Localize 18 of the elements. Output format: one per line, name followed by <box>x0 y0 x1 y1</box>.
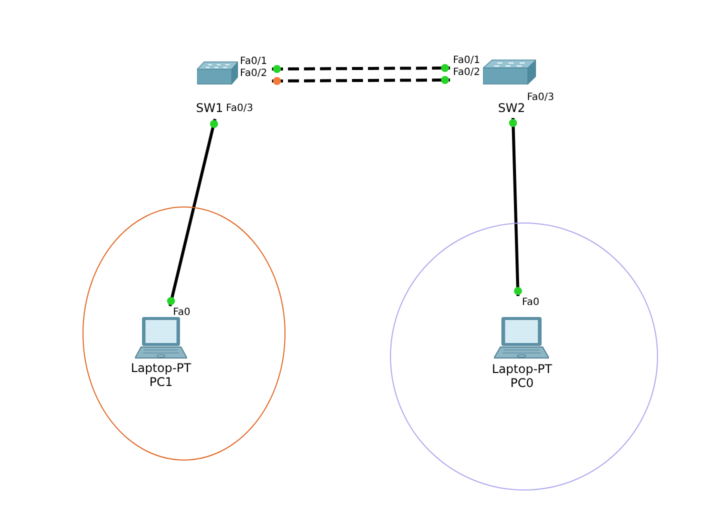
device-model-label: Laptop-PT <box>130 362 192 376</box>
device-name: PC0 <box>510 377 534 391</box>
port-label: Fa0/1 <box>240 56 268 68</box>
port-label: Fa0 <box>522 297 540 308</box>
cable-line <box>272 78 450 82</box>
port-label: Fa0 <box>173 307 190 318</box>
device-model-label: Laptop-PT <box>492 363 552 377</box>
port-label: Fa0/2 <box>453 67 480 78</box>
cable-line <box>168 118 216 306</box>
port-label: Fa0/3 <box>226 103 254 114</box>
port-label: Fa0/2 <box>240 68 268 80</box>
port-label: Fa0/3 <box>527 92 554 104</box>
port-label: Fa0/1 <box>453 55 480 66</box>
device-name: PC1 <box>149 376 173 390</box>
cable-line <box>272 66 450 70</box>
cable-line <box>512 118 520 296</box>
device-name: SW1 <box>196 102 224 116</box>
device-name: SW2 <box>498 102 526 116</box>
